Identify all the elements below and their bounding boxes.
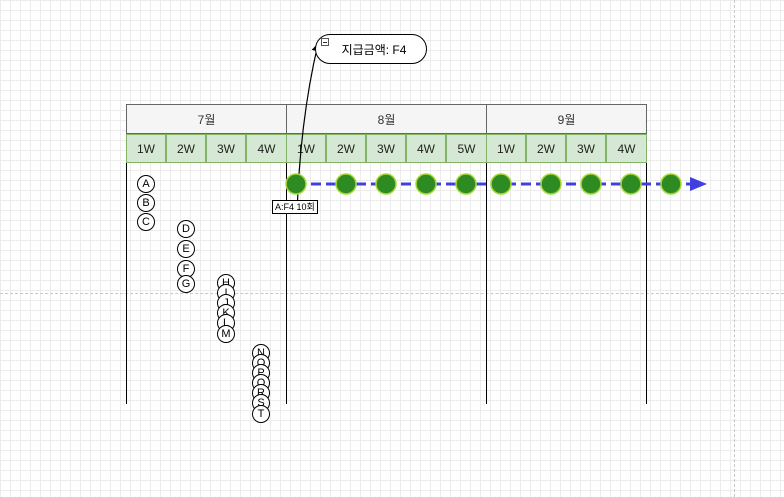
- task-node[interactable]: A: [137, 175, 155, 193]
- note-text: 지급금액: F4: [341, 42, 407, 57]
- month-divider-line[interactable]: [646, 163, 647, 404]
- week-cell-sep-2[interactable]: 2W: [526, 134, 566, 163]
- week-cell-aug-4[interactable]: 4W: [406, 134, 446, 163]
- payment-point[interactable]: [375, 173, 397, 195]
- task-node[interactable]: E: [177, 240, 195, 258]
- payment-point[interactable]: [660, 173, 682, 195]
- payment-point[interactable]: [490, 173, 512, 195]
- month-header-september[interactable]: 9월: [486, 104, 647, 134]
- week-cell-aug-2[interactable]: 2W: [326, 134, 366, 163]
- page-break-horizontal: [0, 293, 784, 294]
- week-cell-jul-1[interactable]: 1W: [126, 134, 166, 163]
- payment-point[interactable]: [415, 173, 437, 195]
- task-node[interactable]: C: [137, 213, 155, 231]
- collapse-icon[interactable]: [321, 38, 329, 46]
- month-divider-line[interactable]: [126, 163, 127, 404]
- payment-amount-note[interactable]: 지급금액: F4: [315, 34, 427, 64]
- week-cell-sep-1[interactable]: 1W: [486, 134, 526, 163]
- timeline-arrowhead-icon: [690, 177, 707, 191]
- week-cell-aug-3[interactable]: 3W: [366, 134, 406, 163]
- payment-point[interactable]: [540, 173, 562, 195]
- week-cell-sep-3[interactable]: 3W: [566, 134, 606, 163]
- month-header-july[interactable]: 7월: [126, 104, 287, 134]
- payment-point[interactable]: [285, 173, 307, 195]
- week-cell-jul-4[interactable]: 4W: [246, 134, 287, 163]
- week-cell-sep-4[interactable]: 4W: [606, 134, 647, 163]
- month-divider-line[interactable]: [286, 163, 287, 404]
- payment-point[interactable]: [620, 173, 642, 195]
- task-node[interactable]: D: [177, 220, 195, 238]
- payment-count-label[interactable]: A:F4 10회: [272, 200, 318, 214]
- payment-point[interactable]: [335, 173, 357, 195]
- task-node[interactable]: M: [217, 325, 235, 343]
- task-node[interactable]: T: [252, 405, 270, 423]
- payment-point[interactable]: [455, 173, 477, 195]
- task-node[interactable]: B: [137, 194, 155, 212]
- page-break-vertical: [734, 0, 735, 497]
- week-cell-jul-3[interactable]: 3W: [206, 134, 246, 163]
- task-node[interactable]: G: [177, 275, 195, 293]
- payment-point[interactable]: [580, 173, 602, 195]
- month-divider-line[interactable]: [486, 163, 487, 404]
- week-cell-jul-2[interactable]: 2W: [166, 134, 206, 163]
- month-header-august[interactable]: 8월: [286, 104, 487, 134]
